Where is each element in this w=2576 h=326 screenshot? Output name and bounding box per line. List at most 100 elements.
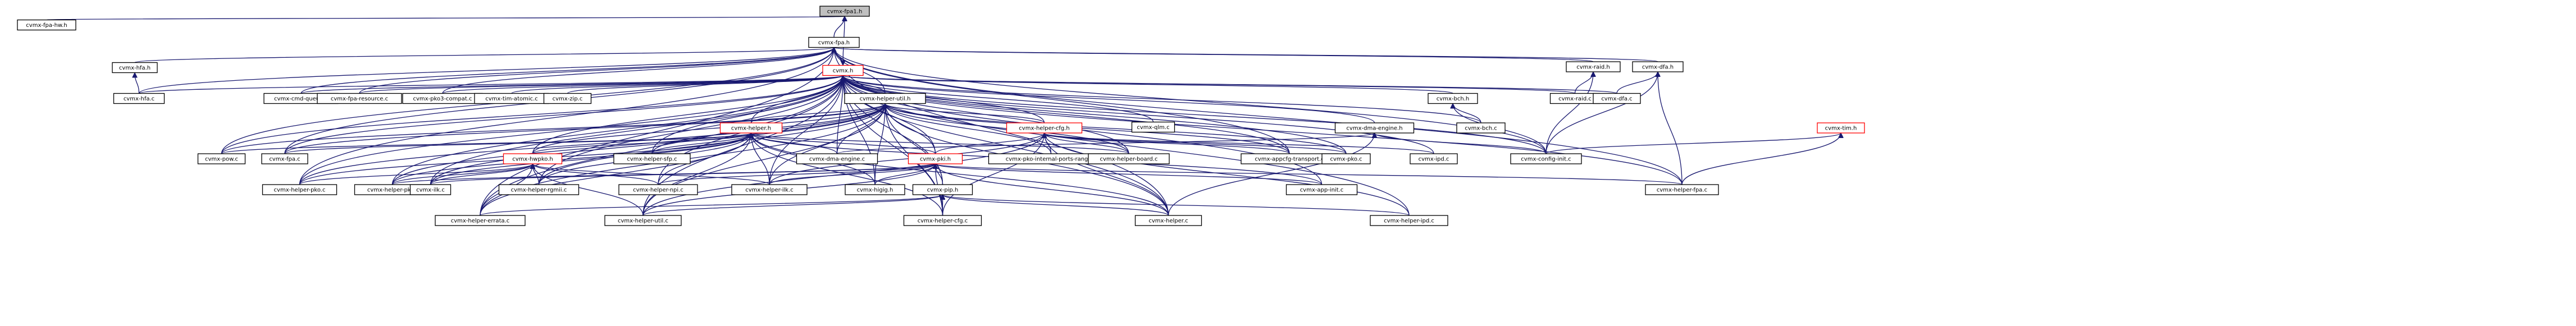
- node-label: cvmx-pip.h: [927, 187, 959, 194]
- edge: [943, 194, 1169, 216]
- node-pko3-compat[interactable]: cvmx-pko3-compat.c: [402, 93, 483, 104]
- node-label: cvmx-fpa1.h: [827, 9, 863, 15]
- edge: [135, 73, 140, 94]
- node-pip-h[interactable]: cvmx-pip.h: [912, 184, 973, 195]
- edge-helper-errata-to-pip-h: [480, 194, 943, 216]
- edge: [936, 163, 1169, 216]
- edge-pko-c-to-helper-cfg-h: [1045, 132, 1347, 154]
- node-ipd-c[interactable]: cvmx-ipd.c: [1410, 153, 1458, 164]
- node-pow[interactable]: cvmx-pow.c: [197, 153, 246, 164]
- edge: [391, 76, 844, 185]
- edge: [642, 194, 943, 216]
- node-helper-h[interactable]: cvmx-helper.h: [719, 122, 783, 134]
- node-helper-util-c[interactable]: cvmx-helper-util.c: [604, 215, 682, 226]
- node-label: cvmx-cmd-queue.c: [274, 96, 328, 102]
- node-fpa[interactable]: cvmx-fpa.h: [808, 36, 860, 48]
- edge: [480, 194, 943, 216]
- edge-helper-c-to-helper-h: [751, 133, 1169, 216]
- node-label: cvmx-pko.c: [1330, 157, 1362, 163]
- node-label: cvmx-helper-util.c: [618, 218, 668, 224]
- node-helper-npi[interactable]: cvmx-helper-npi.c: [618, 184, 698, 195]
- node-zip[interactable]: cvmx-zip.c: [543, 93, 592, 104]
- node-label: cvmx-hfa.h: [119, 65, 151, 71]
- node-app-init[interactable]: cvmx-app-init.c: [1285, 184, 1358, 195]
- node-bch-h[interactable]: cvmx-bch.h: [1428, 93, 1478, 104]
- edge: [943, 194, 1410, 216]
- edge: [1545, 72, 1593, 154]
- node-higig[interactable]: cvmx-higig.h: [845, 184, 905, 195]
- edge: [1545, 132, 1841, 154]
- edge-bch-c-to-bch-h: [1453, 103, 1481, 123]
- edge: [834, 47, 1658, 62]
- edge-helper-cfg-c-to-helper-cfg-h: [942, 133, 1045, 216]
- edge: [751, 133, 1169, 216]
- node-qlm[interactable]: cvmx-qlm.c: [1131, 121, 1175, 133]
- node-cvmx[interactable]: cvmx.h: [822, 65, 864, 76]
- node-label: cvmx-pko-internal-ports-range.c: [1006, 157, 1096, 163]
- node-box: [1134, 215, 1202, 226]
- node-raid-h[interactable]: cvmx-raid.h: [1566, 61, 1621, 72]
- edge: [299, 104, 886, 185]
- node-helper-util-h[interactable]: cvmx-helper-util.h: [844, 93, 926, 104]
- node-label: cvmx-bch.h: [1437, 96, 1469, 102]
- edge-cmd-queue-to-cvmx: [300, 75, 843, 94]
- node-box: [1428, 93, 1478, 104]
- node-ilk[interactable]: cvmx-ilk.c: [409, 184, 452, 195]
- edge: [221, 103, 886, 154]
- node-fpa-resource[interactable]: cvmx-fpa-resource.c: [317, 93, 402, 104]
- edge: [843, 75, 1481, 123]
- edge: [299, 163, 533, 185]
- node-helper-ilk[interactable]: cvmx-helper-ilk.c: [731, 184, 808, 195]
- node-fpa-c[interactable]: cvmx-fpa.c: [261, 153, 308, 164]
- node-helper-ipd[interactable]: cvmx-helper-ipd.c: [1370, 215, 1448, 226]
- node-box: [435, 215, 526, 226]
- node-box: [808, 36, 860, 48]
- node-helper-board[interactable]: cvmx-helper-board.c: [1088, 153, 1170, 164]
- node-label: cvmx-fpa-resource.c: [331, 96, 388, 102]
- node-hwpko-h[interactable]: cvmx-hwpko.h: [503, 153, 563, 164]
- node-box: [1593, 93, 1641, 104]
- edge: [1045, 132, 1129, 154]
- node-dfa-c[interactable]: cvmx-dfa.c: [1593, 93, 1641, 104]
- node-fpa-hw[interactable]: cvmx-fpa-hw.h: [17, 19, 76, 31]
- edge: [567, 75, 844, 94]
- node-tim-h[interactable]: cvmx-tim.h: [1817, 122, 1865, 134]
- node-bch-c[interactable]: cvmx-bch.c: [1456, 122, 1506, 134]
- edge: [834, 48, 1169, 216]
- node-pko-c[interactable]: cvmx-pko.c: [1321, 153, 1371, 164]
- node-helper-c[interactable]: cvmx-helper.c: [1134, 215, 1202, 226]
- edge-dma-engine-c-to-cvmx: [836, 76, 844, 154]
- node-pki-h[interactable]: cvmx-pki.h: [908, 153, 963, 164]
- node-hfa-c[interactable]: cvmx-hfa.c: [113, 93, 165, 104]
- node-dma-engine-c[interactable]: cvmx-dma-engine.c: [796, 153, 878, 164]
- edge: [300, 47, 834, 94]
- node-box: [113, 93, 165, 104]
- edge: [430, 104, 886, 185]
- node-layer: cvmx-fpa1.h cvmx-fpa-hw.h cvmx-fpa.h cvmx-h…: [17, 6, 1865, 226]
- node-helper-errata[interactable]: cvmx-helper-errata.c: [435, 215, 526, 226]
- edge-hwpko-h-to-helper-util-h: [532, 103, 886, 154]
- node-hfa[interactable]: cvmx-hfa.h: [112, 62, 158, 74]
- node-helper-sfp[interactable]: cvmx-helper-sfp.c: [613, 153, 691, 164]
- node-box: [543, 93, 592, 104]
- node-tim-atomic[interactable]: cvmx-tim-atomic.c: [474, 93, 549, 104]
- node-label: cvmx-pow.c: [205, 157, 238, 163]
- edge: [885, 103, 1045, 123]
- edge: [1681, 132, 1841, 185]
- node-helper-rgmii[interactable]: cvmx-helper-rgmii.c: [498, 184, 580, 195]
- node-helper-cfg-c[interactable]: cvmx-helper-cfg.c: [903, 215, 982, 226]
- node-raid-c[interactable]: cvmx-raid.c: [1549, 93, 1601, 104]
- edge: [46, 16, 845, 20]
- node-config-init[interactable]: cvmx-config-init.c: [1510, 153, 1582, 164]
- edge-helper-c-to-pki-h: [936, 163, 1169, 216]
- edge: [430, 76, 844, 185]
- node-root[interactable]: cvmx-fpa1.h: [819, 6, 870, 17]
- node-label: cvmx-bch.c: [1465, 126, 1497, 132]
- node-dfa-h[interactable]: cvmx-dfa.h: [1632, 61, 1684, 72]
- edge-hfa-to-fpa: [134, 47, 834, 63]
- node-helper-pko[interactable]: cvmx-helper-pko.c: [262, 184, 338, 195]
- node-dma-engine-h[interactable]: cvmx-dma-engine.h: [1334, 122, 1415, 134]
- edge: [284, 103, 885, 154]
- node-helper-cfg-h[interactable]: cvmx-helper-cfg.h: [1006, 122, 1083, 134]
- node-helper-fpa[interactable]: cvmx-helper-fpa.c: [1645, 184, 1719, 195]
